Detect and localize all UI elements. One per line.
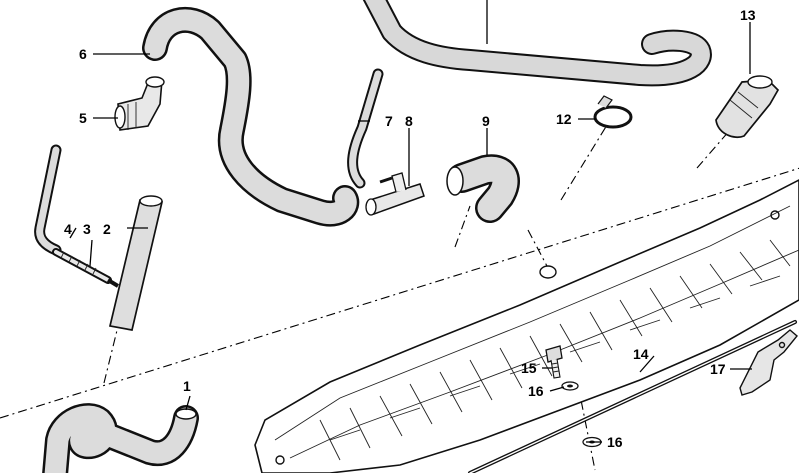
- bracket: [739, 329, 798, 396]
- callout-16-upper: 16: [528, 383, 544, 399]
- callout-6: 6: [79, 46, 87, 62]
- callout-15: 15: [521, 360, 537, 376]
- hose-clamp: [593, 95, 633, 129]
- callout-labels: 1 2 3 4 5 6 7 8 9 12 13 14 15 16 16 17: [64, 7, 756, 450]
- rubber-boot: [715, 75, 780, 139]
- callout-3: 3: [83, 221, 91, 237]
- breather-hose: [142, 6, 360, 227]
- tee-connector: [365, 172, 425, 216]
- bolt: [545, 345, 563, 379]
- elbow-hose: [446, 154, 520, 223]
- dipstick-rod: [468, 320, 797, 473]
- tee-tube: [106, 195, 164, 331]
- cover-ribs: [319, 239, 791, 461]
- small-hose: [347, 68, 384, 189]
- callout-17: 17: [710, 361, 726, 377]
- callout-12: 12: [556, 111, 572, 127]
- callout-7: 7: [385, 113, 393, 129]
- callout-14: 14: [633, 346, 649, 362]
- inline-connector: [52, 248, 112, 284]
- callout-2: 2: [103, 221, 111, 237]
- callout-8: 8: [405, 113, 413, 129]
- vent-hose: [34, 144, 62, 256]
- valve-cover: [254, 179, 799, 473]
- callout-16-lower: 16: [607, 434, 623, 450]
- upper-crossover-hose: [362, 0, 712, 87]
- leader-lines: [69, 0, 752, 443]
- callout-9: 9: [482, 113, 490, 129]
- elbow-fitting: [114, 76, 165, 131]
- callout-13: 13: [740, 7, 756, 23]
- callout-4: 4: [64, 221, 72, 237]
- callout-5: 5: [79, 110, 87, 126]
- return-hose: [42, 403, 199, 473]
- callout-1: 1: [183, 378, 191, 394]
- washer-upper: [561, 381, 579, 391]
- assembly-guide-lines: [0, 124, 799, 471]
